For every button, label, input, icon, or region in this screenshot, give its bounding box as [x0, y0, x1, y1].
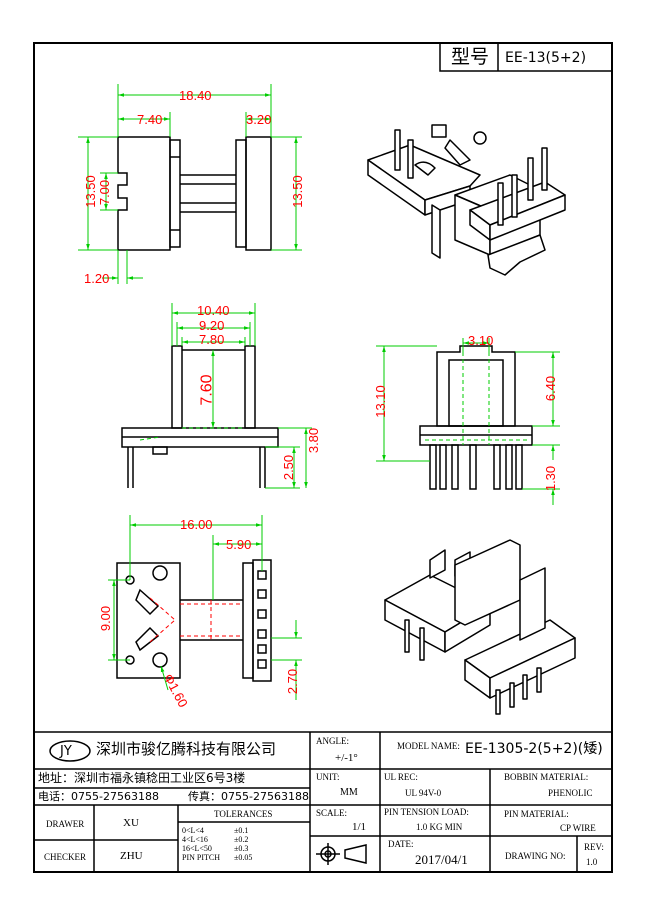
logo-oval — [49, 740, 91, 762]
pin-material-value: CP WIRE — [560, 823, 596, 833]
front-view — [117, 136, 272, 251]
bobbin-material-label: BOBBIN MATERIAL: — [504, 772, 589, 782]
side-view-dims — [171, 303, 312, 489]
tol-range: 4<L<16 — [182, 835, 208, 844]
end-view-hidden — [425, 352, 528, 445]
drawer-value: XU — [123, 817, 139, 829]
checker-value: ZHU — [120, 850, 143, 862]
unit-value: MM — [340, 787, 358, 798]
dim-label: 3.20 — [246, 112, 272, 127]
dim-label: 13.50 — [82, 175, 98, 208]
dim-label: 6.40 — [543, 375, 559, 402]
dim-label: 9.00 — [98, 605, 114, 632]
sheet-border — [33, 42, 613, 873]
rev-label: REV: — [584, 842, 604, 852]
angle-value: +/-1° — [335, 752, 358, 764]
end-view-pins — [429, 444, 523, 490]
fax: 传真：0755-27563188 — [188, 790, 309, 803]
date-value: 2017/04/1 — [415, 852, 468, 867]
dim-label: 5.90 — [226, 537, 252, 552]
dim-label: 7.00 — [97, 179, 113, 206]
dim-label: 7.40 — [137, 112, 163, 127]
model-name-value: EE-1305-2(5+2)(矮) — [465, 741, 603, 757]
dim-label: 3.10 — [468, 333, 494, 348]
dim-label: 7.80 — [199, 332, 225, 347]
dim-label: 2.50 — [281, 454, 297, 481]
tolerances-label: TOLERANCES — [214, 809, 273, 819]
iso-view-top — [367, 124, 566, 276]
front-view-dims — [78, 84, 302, 284]
dim-label: 18.40 — [179, 88, 212, 103]
bobbin-material-value: PHENOLIC — [548, 788, 593, 798]
angle-label: ANGLE: — [316, 736, 349, 746]
dim-label: 16.00 — [180, 517, 213, 532]
tol-value: ±0.05 — [234, 853, 253, 862]
ul-rec-value: UL 94V-0 — [405, 788, 442, 798]
type-value: EE-13(5+2) — [505, 50, 587, 66]
tol-range: 0<L<4 — [182, 826, 204, 835]
company-name: 深圳市骏亿腾科技有限公司 — [96, 740, 277, 758]
pin-material-label: PIN MATERIAL: — [504, 809, 569, 819]
side-view-hidden — [139, 427, 245, 441]
drawer-label: DRAWER — [46, 819, 85, 829]
date-label: DATE: — [388, 839, 414, 849]
address: 地址：深圳市福永镇稔田工业区6号3楼 — [38, 771, 246, 785]
iso-view-bottom — [384, 539, 576, 715]
pin-tension-label: PIN TENSION LOAD: — [384, 807, 469, 817]
dim-label: 3.80 — [306, 427, 322, 454]
plan-view — [116, 559, 272, 682]
drawing-no-label: DRAWING NO: — [505, 851, 566, 861]
checker-label: CHECKER — [44, 852, 87, 862]
dim-label: 1.30 — [543, 465, 559, 492]
scale-value: 1/1 — [352, 821, 367, 833]
end-view-dims — [376, 338, 560, 505]
end-view — [419, 345, 533, 490]
tol-range: PIN PITCH — [182, 853, 221, 862]
dim-label: 9.20 — [199, 318, 225, 333]
dim-label: 1.20 — [84, 271, 110, 286]
title-block-grid — [34, 731, 612, 872]
plan-view-dims — [108, 515, 302, 700]
rev-value: 1.0 — [586, 857, 598, 867]
tol-value: ±0.3 — [234, 844, 249, 853]
plan-view-hidden — [149, 597, 243, 643]
pin-tension-value: 1.0 KG MIN — [416, 822, 463, 832]
dim-label: 2.70 — [285, 668, 301, 695]
unit-label: UNIT: — [316, 772, 340, 782]
tol-range: 16<L<50 — [182, 844, 212, 853]
tol-value: ±0.2 — [234, 835, 249, 844]
projection-symbol — [316, 843, 367, 865]
scale-label: SCALE: — [316, 808, 348, 818]
type-label: 型号 — [451, 46, 490, 68]
model-name-label: MODEL NAME: — [397, 741, 460, 751]
tol-value: ±0.1 — [234, 826, 249, 835]
logo: JY — [60, 744, 72, 759]
dim-label: 10.40 — [197, 303, 230, 318]
ul-rec-label: UL REC: — [384, 772, 418, 782]
phone: 电话：0755-27563188 — [38, 790, 159, 803]
type-box — [439, 42, 613, 72]
dim-label: 7.60 — [198, 374, 216, 406]
side-view — [121, 345, 279, 488]
dim-label: 13.10 — [372, 385, 388, 418]
dim-label: 13.50 — [289, 175, 305, 208]
